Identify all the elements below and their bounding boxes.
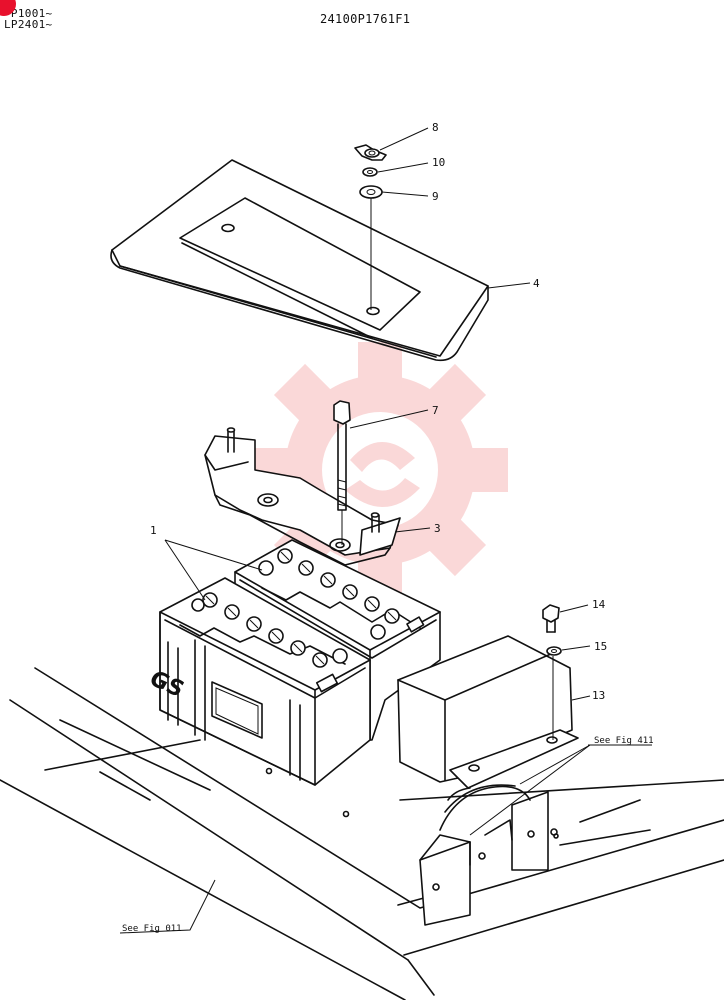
callout-15: 15 [594, 640, 607, 653]
ref-fig-411: See Fig 411 [594, 736, 654, 746]
corner-marker-icon [0, 0, 16, 16]
callout-4: 4 [533, 277, 540, 290]
cover-bolt-icon [542, 604, 560, 633]
machine-frame [0, 667, 724, 1000]
wing-nut-icon [354, 144, 387, 161]
callout-14: 14 [592, 598, 606, 611]
battery-clamp-bracket [204, 427, 401, 566]
clamp-bolt [333, 400, 351, 545]
lower-mount-bracket [419, 784, 549, 926]
serial-range-1: 'P1001~ [4, 7, 53, 20]
terminal-cover-box [397, 635, 579, 789]
callout-1: 1 [150, 524, 157, 537]
flat-washer-icon [359, 185, 383, 199]
callout-7: 7 [432, 404, 439, 417]
callout-3: 3 [434, 522, 441, 535]
ref-fig-011: See Fig 011 [122, 924, 182, 934]
serial-range-2: LP2401~ [4, 18, 53, 31]
leader-lines [119, 127, 652, 934]
callout-13: 13 [592, 689, 605, 702]
battery-front: GS [145, 577, 371, 786]
callout-8: 8 [432, 121, 439, 134]
battery-rear [234, 539, 441, 741]
callout-10: 10 [432, 156, 445, 169]
cover-washer-icon [546, 646, 562, 656]
callout-9: 9 [432, 190, 439, 203]
battery-cover-plate [110, 159, 489, 362]
drawing-code: 24100P1761F1 [320, 12, 411, 26]
spring-washer-icon [362, 167, 378, 177]
